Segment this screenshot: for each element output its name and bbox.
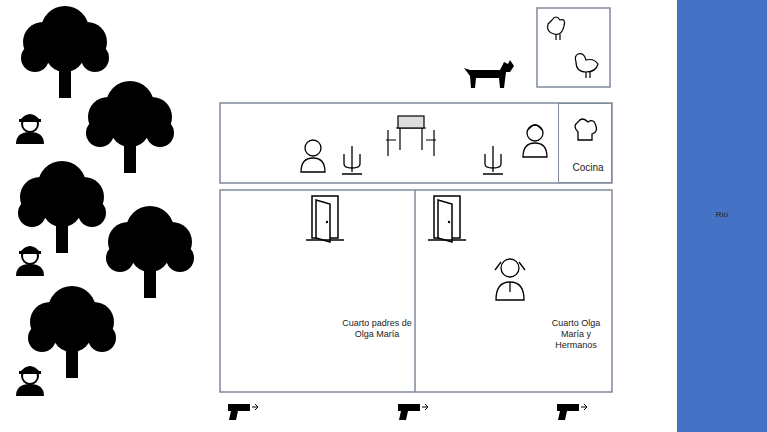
room-label: Cuarto padres de Olga María <box>342 318 412 340</box>
room-box: Cuarto Olga María y Hermanos <box>415 190 612 392</box>
room-label: Cuarto Olga María y Hermanos <box>543 318 609 350</box>
room-label: Cocina <box>561 162 615 174</box>
room-box: Cuarto padres de Olga María <box>220 190 415 392</box>
kitchen-box: Cocina <box>558 103 612 183</box>
room-label: Río <box>681 210 763 220</box>
river-band: Río <box>677 0 767 432</box>
